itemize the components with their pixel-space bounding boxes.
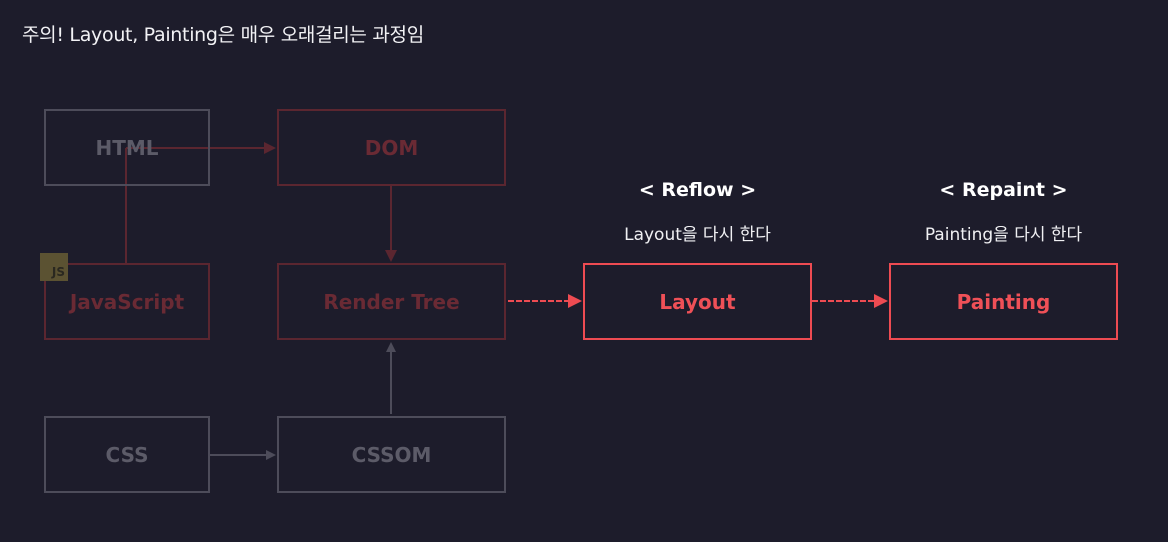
painting-node: Painting [889,263,1118,340]
javascript-badge-label: JS [51,265,65,279]
render-tree-node-label: Render Tree [323,289,460,314]
cssom-node: CSSOM [277,416,506,493]
repaint-description: Painting을 다시 한다 [924,225,1083,245]
css-node: CSS [44,416,210,493]
reflow-heading: < Reflow > [638,179,757,201]
css-node-label: CSS [105,442,149,467]
repaint-heading: < Repaint > [939,179,1068,201]
cssom-node-label: CSSOM [351,442,432,467]
dom-node: DOM [277,109,506,186]
render-tree-node: Render Tree [277,263,506,340]
painting-node-label: Painting [956,289,1051,314]
javascript-badge-icon: JS [40,253,68,281]
layout-node: Layout [583,263,812,340]
reflow-description: Layout을 다시 한다 [624,225,771,245]
javascript-node-label: JavaScript [69,289,185,314]
html-node: HTML [44,109,210,186]
page-title: 주의! Layout, Painting은 매우 오래걸리는 과정임 [22,24,424,46]
javascript-node: JavaScript [44,263,210,340]
layout-node-label: Layout [659,289,736,314]
html-node-label: HTML [95,135,159,160]
dom-node-label: DOM [364,135,419,160]
